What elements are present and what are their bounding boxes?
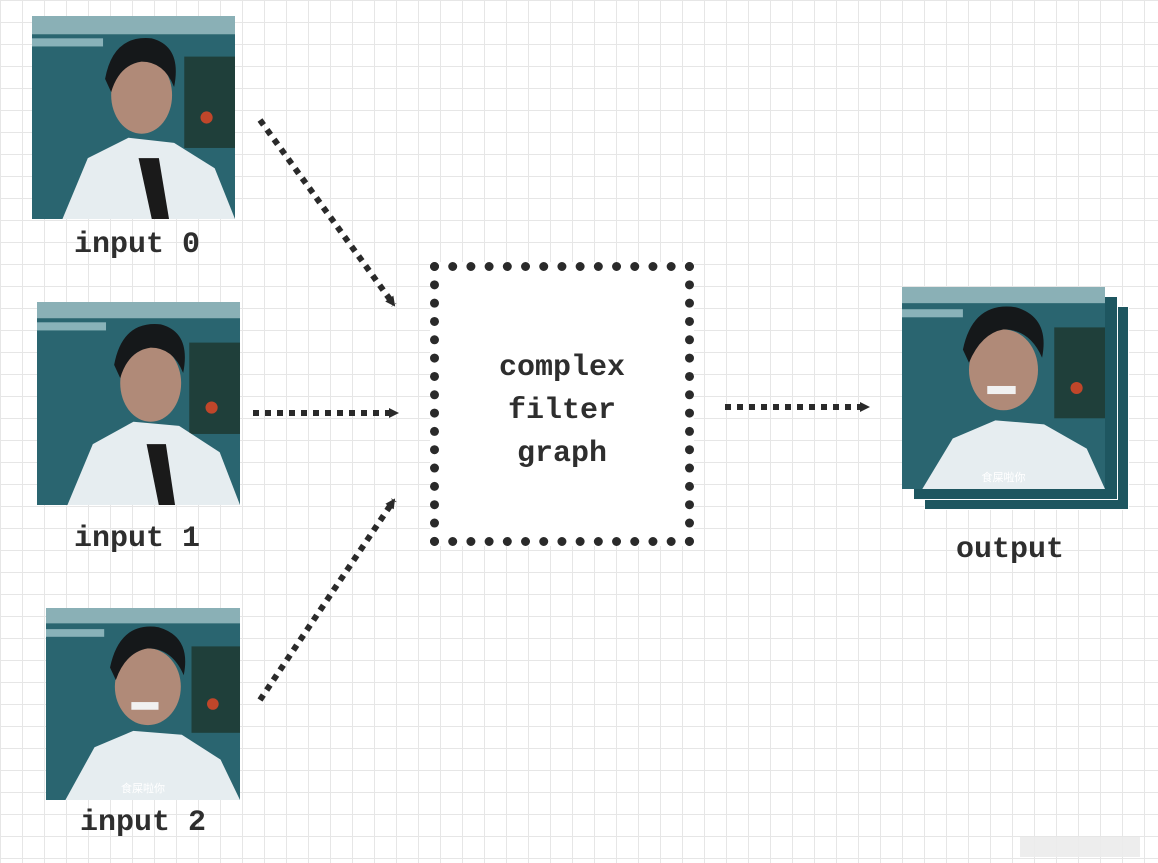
input-2-label: input 2 [79, 806, 207, 840]
input-2-frame: 食屎啦你 [46, 608, 240, 800]
input-0-label: input 0 [73, 228, 201, 262]
filter-graph-box: complex filter graph [430, 262, 694, 546]
filter-line-2: filter [507, 394, 617, 428]
input-1-frame [37, 302, 240, 505]
arrow-input-0-to-filter [257, 118, 397, 307]
watermark-area [1020, 837, 1140, 857]
filter-line-1: complex [498, 351, 626, 385]
input-2-subtitle: 食屎啦你 [121, 782, 165, 795]
filter-line-3: graph [516, 437, 607, 471]
input-0-frame [32, 16, 235, 219]
output-label: output [955, 533, 1065, 567]
filter-graph-label: complex filter graph [439, 347, 685, 476]
output-frame: 食屎啦你 [902, 287, 1105, 489]
output-subtitle: 食屎啦你 [981, 471, 1026, 484]
input-1-label: input 1 [73, 522, 201, 556]
arrow-input-2-to-filter [257, 498, 397, 702]
